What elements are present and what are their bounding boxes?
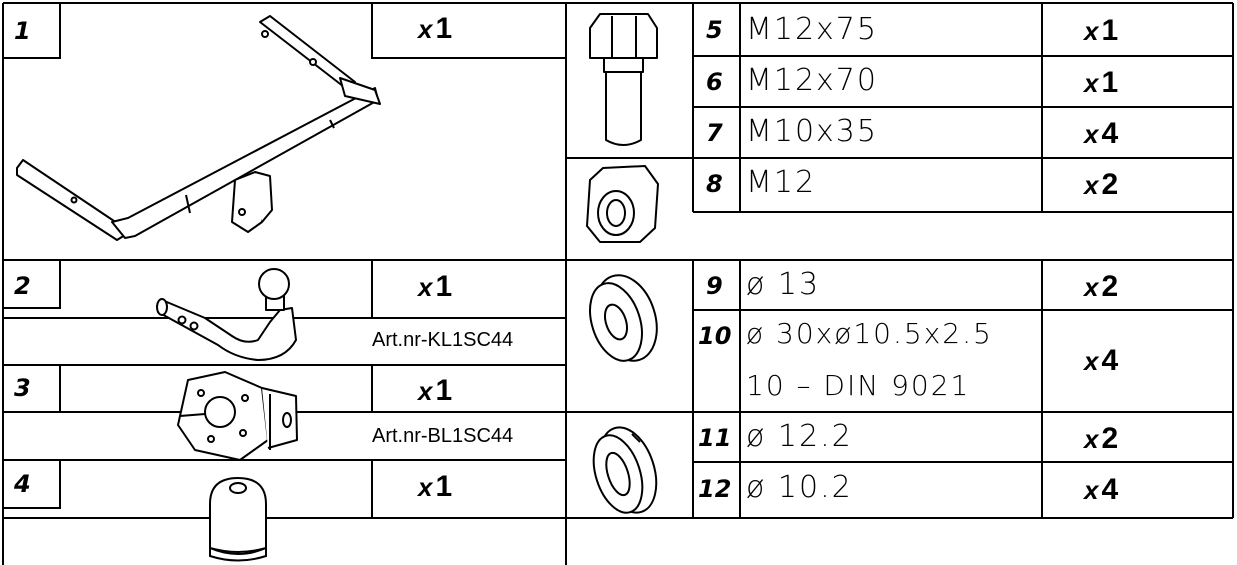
part-spec-5: M12x75: [746, 12, 878, 47]
part-spec-10: ø 30xø10.5x2.5: [746, 317, 993, 350]
part-number-3: 3: [14, 374, 31, 402]
towbar-frame-icon: [16, 15, 381, 241]
part-spec-6: M12x70: [746, 63, 878, 98]
socket-plate-icon: [177, 371, 298, 461]
part-number-9: 9: [706, 272, 723, 300]
part-spec-12: ø 10.2: [746, 470, 853, 505]
part-number-5: 5: [706, 16, 723, 44]
part-spec-8: M12: [746, 165, 817, 200]
part-number-11: 11: [698, 424, 732, 452]
part-spec-11: ø 12.2: [746, 419, 853, 454]
article-number-2: Art.nr-KL1SC44: [372, 329, 514, 351]
hex-nut-icon: [586, 165, 659, 243]
part-number-7: 7: [706, 119, 723, 147]
part-number-6: 6: [706, 68, 723, 96]
spring-washer-icon: [592, 426, 658, 514]
tow-ball-neck-icon: [156, 268, 297, 361]
part-spec-7: M10x35: [746, 114, 878, 149]
part-number-1: 1: [14, 17, 31, 45]
ball-cap-icon: [209, 476, 267, 562]
part-number-12: 12: [698, 475, 732, 503]
part-spec-9: ø 13: [746, 267, 821, 302]
part-number-10: 10: [698, 322, 732, 350]
part-number-4: 4: [14, 470, 31, 498]
article-number-3: Art.nr-BL1SC44: [372, 425, 514, 447]
part-number-2: 2: [14, 272, 31, 300]
part-spec-10-line2: 10 – DIN 9021: [746, 369, 971, 402]
hex-bolt-icon: [589, 13, 658, 146]
flat-washer-icon: [589, 274, 658, 362]
part-number-8: 8: [706, 170, 723, 198]
